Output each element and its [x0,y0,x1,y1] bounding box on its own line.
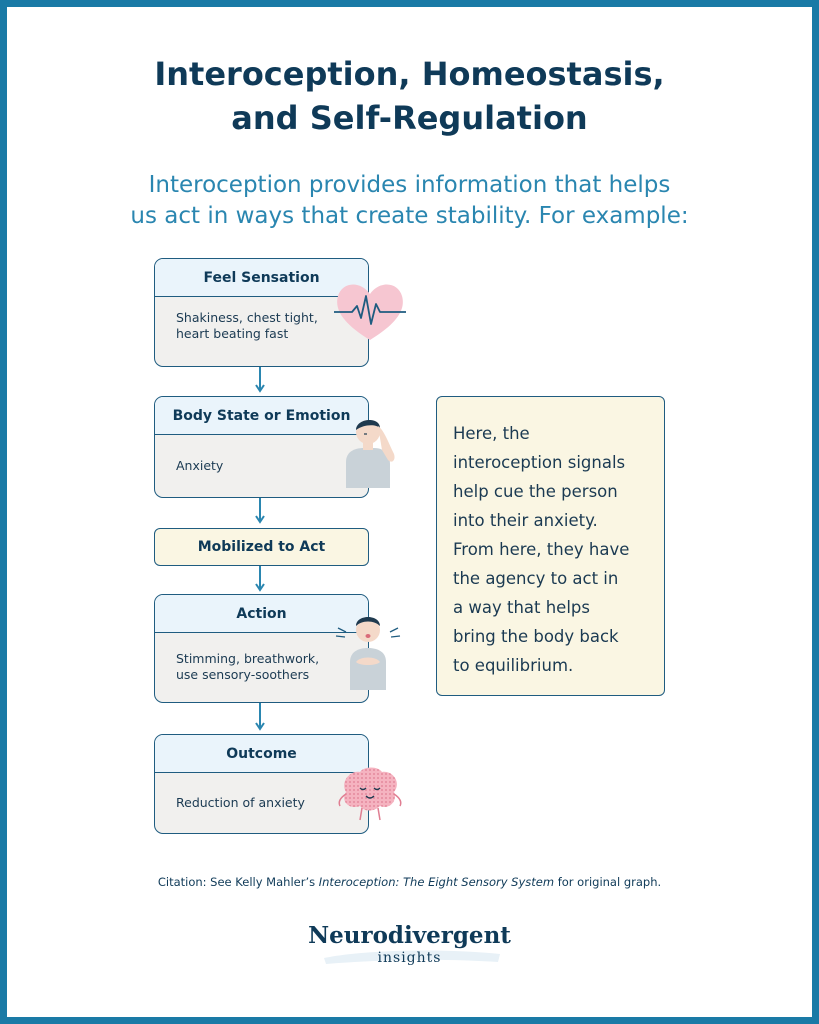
step-body: Shakiness, chest tight, heart beating fa… [155,297,368,342]
step-heading: Action [155,595,368,633]
step-body-line: use sensory-soothers [176,667,310,682]
step-heading: Feel Sensation [155,259,368,297]
step-feel-sensation: Feel Sensation Shakiness, chest tight, h… [154,258,369,367]
breathing-person-icon [335,617,401,690]
logo-tagline: insights [377,950,442,966]
note-line: a way that helps [453,598,590,617]
step-body: Stimming, breathwork, use sensory-soothe… [155,633,368,683]
title-line-1: Interoception, Homeostasis, [154,55,665,93]
citation: Citation: See Kelly Mahler’s Interocepti… [0,875,819,889]
step-heading: Outcome [155,735,368,773]
mobilized-to-act-box: Mobilized to Act [154,528,369,566]
flow-arrow [255,498,265,524]
stressed-person-icon [346,419,395,488]
step-action: Action Stimming, breathwork, use sensory… [154,594,369,703]
flow-arrow [255,367,265,393]
step-body-line: Stimming, breathwork, [176,651,320,666]
step-heading: Body State or Emotion [155,397,368,435]
explanation-note: Here, the interoception signals help cue… [436,396,665,696]
step-body-line: Shakiness, chest tight, [176,310,318,325]
flow-arrow [255,566,265,592]
step-outcome: Outcome Reduction of anxiety [154,734,369,834]
note-line: into their anxiety. [453,511,598,530]
note-line: bring the body back [453,627,619,646]
note-line: help cue the person [453,482,618,501]
note-line: the agency to act in [453,569,619,588]
title-line-2: and Self-Regulation [231,99,588,137]
note-line: interoception signals [453,453,626,472]
step-body-line: Reduction of anxiety [176,795,305,810]
note-line: Here, the [453,424,530,443]
page-subtitle: Interoception provides information that … [0,170,819,232]
heart-rate-icon [334,284,406,340]
step-body-state: Body State or Emotion Anxiety [154,396,369,498]
flow-arrow [255,703,265,731]
page-title: Interoception, Homeostasis, and Self-Reg… [0,52,819,140]
note-line: to equilibrium. [453,656,574,675]
citation-suffix: for original graph. [554,875,662,889]
logo-wordmark: Neurodivergent [308,922,511,949]
logo-brush-stroke [324,950,500,964]
happy-brain-icon [338,767,402,821]
step-body: Reduction of anxiety [155,773,368,811]
citation-prefix: Citation: See Kelly Mahler’s [157,875,319,889]
note-line: From here, they have [453,540,630,559]
step-body-line: heart beating fast [176,326,289,341]
step-body-line: Anxiety [176,458,224,473]
citation-book-title: Interoception: The Eight Sensory System [318,875,555,889]
subtitle-line-2: us act in ways that create stability. Fo… [130,203,689,229]
subtitle-line-1: Interoception provides information that … [148,172,671,198]
step-body: Anxiety [155,435,368,474]
